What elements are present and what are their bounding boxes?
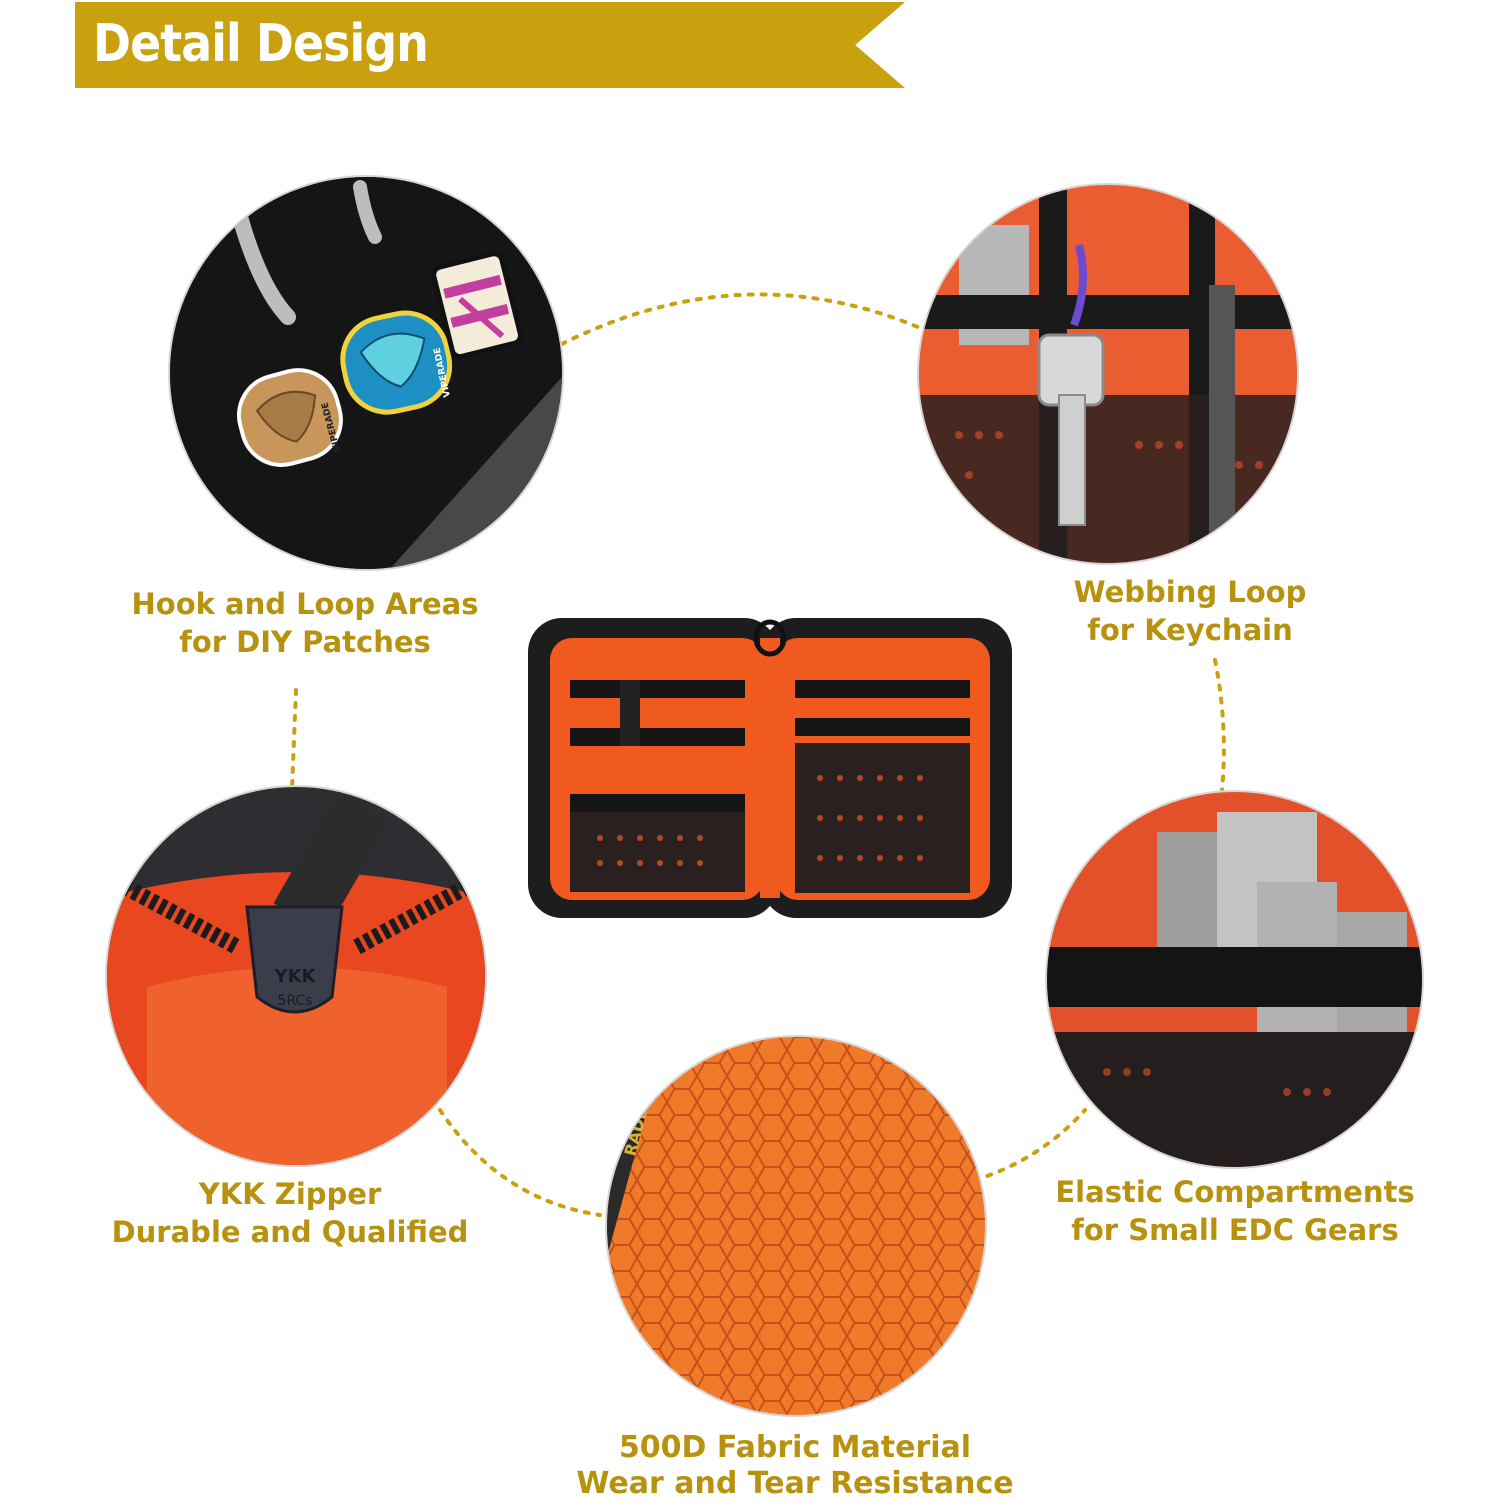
connector-right xyxy=(1213,658,1226,792)
feature-caption-hook-loop: Hook and Loop Areas for DIY Patches xyxy=(110,585,500,661)
header-banner: Detail Design xyxy=(75,2,905,88)
zipper-brand-text: YKK xyxy=(274,966,317,987)
ykk-zipper-photo: YKK 5RCs xyxy=(105,785,487,1167)
caption-line2: for Small EDC Gears xyxy=(1071,1213,1399,1247)
connector-bottom-right xyxy=(973,1108,1087,1182)
elastic-compartments-photo xyxy=(1045,790,1424,1169)
caption-line1: 500D Fabric Material xyxy=(618,1430,972,1465)
caption-line2: for DIY Patches xyxy=(179,625,431,659)
feature-caption-webbing-loop: Webbing Loop for Keychain xyxy=(1030,573,1350,649)
feature-caption-elastic-compartments: Elastic Compartments for Small EDC Gears xyxy=(1040,1173,1430,1249)
connector-left xyxy=(290,688,298,792)
caption-line1: YKK Zipper xyxy=(198,1177,382,1211)
open-pouch-product xyxy=(520,598,1020,920)
hex-fabric-photo: RADE® xyxy=(605,1035,987,1417)
caption-line1: Webbing Loop xyxy=(1073,575,1307,609)
caption-line2: for Keychain xyxy=(1087,613,1293,647)
caption-line2: Durable and Qualified xyxy=(111,1215,469,1249)
webbing-loop-keychain-photo xyxy=(917,183,1299,565)
caption-line1: Elastic Compartments xyxy=(1055,1175,1415,1209)
hook-and-loop-patches-photo: VIPERADE VIPERADE xyxy=(168,175,564,571)
feature-caption-ykk-zipper: YKK Zipper Durable and Qualified xyxy=(90,1175,490,1251)
zipper-model-text: 5RCs xyxy=(277,993,312,1009)
caption-line2: Wear and Tear Resistance xyxy=(576,1466,1014,1501)
caption-line1: Hook and Loop Areas xyxy=(131,587,479,621)
page-title: Detail Design xyxy=(93,14,429,74)
connector-top xyxy=(548,292,927,352)
connector-bottom-left xyxy=(438,1108,602,1217)
feature-caption-fabric: 500D Fabric Material Wear and Tear Resis… xyxy=(560,1430,1030,1502)
